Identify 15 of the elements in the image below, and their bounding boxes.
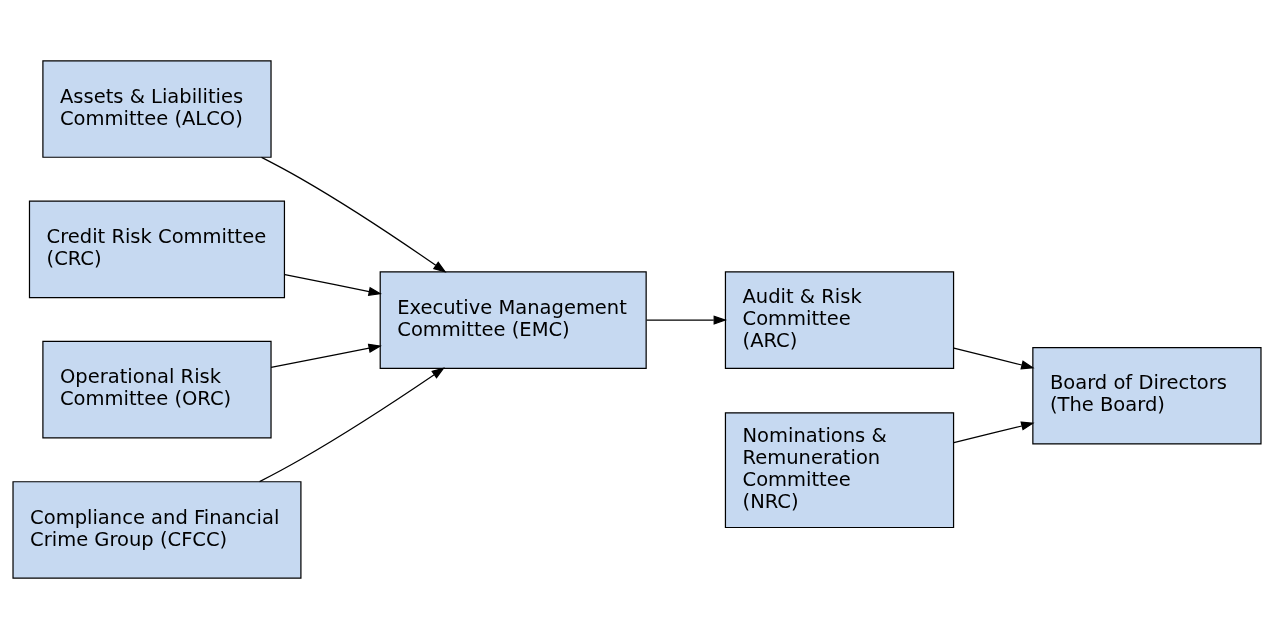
arrow — [646, 315, 727, 325]
arrow — [270, 343, 382, 369]
node-box: Assets & Liabilities Committee (ALCO) — [42, 60, 272, 158]
arrow — [258, 367, 445, 483]
node-box: Credit Risk Committee (CRC) — [28, 200, 286, 299]
node-box: Nominations & Remuneration Committee (NRC) — [724, 412, 955, 529]
arrow — [284, 274, 382, 297]
node-box: Compliance and Financial Crime Group (CFCC) — [12, 481, 302, 579]
node-box: Executive Management Committee (EMC) — [379, 271, 647, 369]
arrow — [953, 347, 1035, 370]
arrow — [953, 421, 1035, 444]
node-box: Audit & Risk Committee (ARC) — [724, 271, 955, 369]
node-box: Operational Risk Committee (ORC) — [42, 340, 272, 439]
arrow — [260, 156, 447, 273]
node-box: Board of Directors (The Board) — [1032, 346, 1262, 445]
